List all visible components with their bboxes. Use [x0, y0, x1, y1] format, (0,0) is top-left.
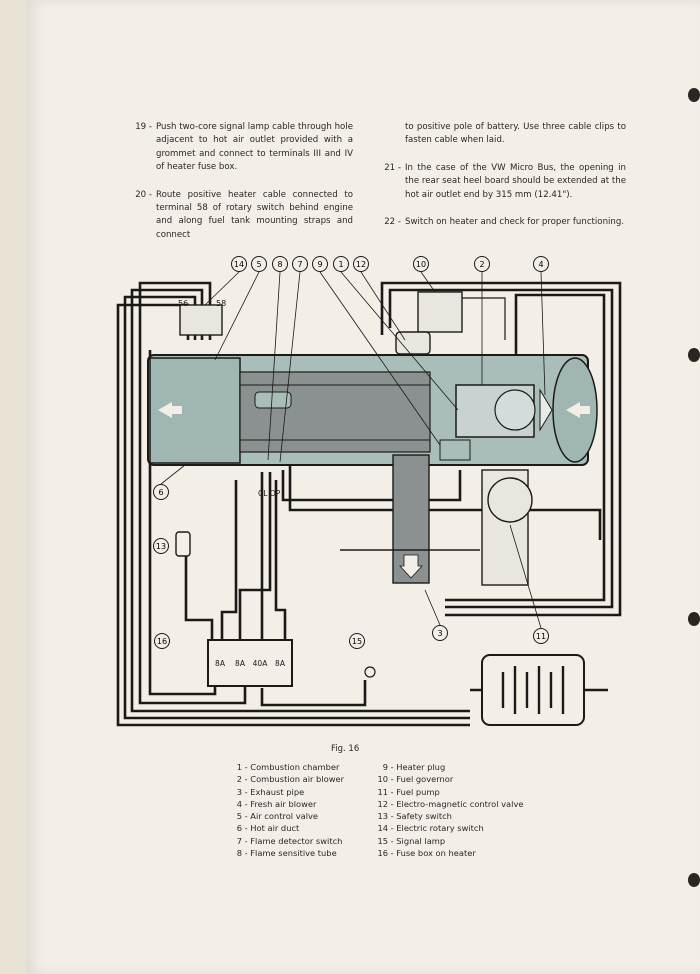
svg-text:2: 2 [479, 260, 484, 269]
svg-text:4: 4 [538, 260, 543, 269]
instruction-step: 21 In the case of the VW Micro Bus, the … [384, 162, 626, 202]
callout: 11 [533, 628, 549, 644]
svg-text:1: 1 [338, 260, 343, 269]
callout-circles-top: 14 5 8 7 9 1 12 10 2 4 [231, 256, 549, 272]
step-number: 22 [371, 216, 401, 229]
callout: 3 [432, 625, 448, 641]
legend-item: 16 - Fuse box on heater [377, 848, 476, 859]
callout: 6 [153, 484, 169, 500]
step-text: to positive pole of battery. Use three c… [405, 122, 626, 146]
instructions-right-column: to positive pole of battery. Use three c… [384, 121, 626, 243]
battery [481, 654, 585, 726]
instructions-left-column: 19 Push two-core signal lamp cable throu… [135, 121, 353, 256]
step-number: 19 [122, 121, 152, 134]
legend-item: 9 - Heater plug [382, 762, 446, 772]
legend-item: 8 - Flame sensitive tube [236, 848, 337, 859]
figure-caption: Fig. 16 [331, 744, 360, 754]
cl-op-label: CL OP [258, 489, 281, 498]
callout: 5 [251, 256, 267, 272]
fuse-box: 8A 8A 40A 8A [207, 639, 293, 687]
heater-unit: 56 58 CL OP [147, 291, 598, 678]
heater-wiring-diagram: 56 58 CL OP 8A 8A 40A 8A 14 5 8 7 9 1 [116, 256, 622, 727]
svg-text:10: 10 [416, 260, 426, 269]
legend-right: 9 - Heater plug 10 - Fuel governor 11 - … [374, 761, 523, 859]
legend-item: 6 - Hot air duct [236, 823, 300, 834]
step-text: Push two-core signal lamp cable through … [156, 122, 353, 173]
callout: 16 [154, 633, 170, 649]
instruction-step: 20 Route positive heater cable connected… [135, 189, 353, 243]
svg-text:9: 9 [317, 260, 322, 269]
binder-hole [688, 88, 700, 102]
manual-page [26, 0, 700, 974]
fuse-label: 40A [253, 659, 269, 668]
fuse-label: 8A [275, 659, 286, 668]
legend-item: 12 - Electro-magnetic control valve [377, 798, 524, 809]
step-text: In the case of the VW Micro Bus, the ope… [405, 162, 626, 200]
svg-text:6: 6 [158, 488, 163, 497]
instruction-step: 22 Switch on heater and check for proper… [384, 216, 626, 229]
callout: 9 [312, 256, 328, 272]
legend-item: 4 - Fresh air blower [236, 798, 317, 809]
callout: 2 [474, 256, 490, 272]
callout: 12 [353, 256, 369, 272]
legend-item: 5 - Air control valve [236, 811, 319, 822]
wiring-harness [116, 281, 622, 727]
callout-circles-other: 6 13 16 15 3 11 [153, 484, 549, 649]
legend-item: 2 - Combustion air blower [236, 774, 344, 785]
step-text: Route positive heater cable connected to… [156, 189, 353, 240]
svg-text:16: 16 [157, 637, 167, 646]
legend-item: 11 - Fuel pump [377, 786, 440, 797]
step-number: 20 [122, 189, 152, 202]
fuse-label: 8A [215, 659, 226, 668]
legend-left: 1 - Combustion chamber 2 - Combustion ai… [228, 761, 344, 859]
legend-item: 15 - Signal lamp [377, 835, 446, 846]
callout: 10 [413, 256, 429, 272]
binder-hole [688, 873, 700, 887]
callout: 14 [231, 256, 247, 272]
step-text: Switch on heater and check for proper fu… [405, 217, 625, 228]
legend-item: 14 - Electric rotary switch [377, 823, 484, 834]
legend-item: 13 - Safety switch [377, 811, 452, 822]
callout: 7 [292, 256, 308, 272]
switch-terminal-label: 56 [178, 299, 188, 308]
callout: 8 [272, 256, 288, 272]
legend-item: 7 - Flame detector switch [236, 835, 343, 846]
svg-text:13: 13 [156, 542, 166, 551]
legend-item: 10 - Fuel governor [377, 774, 454, 785]
callout: 13 [153, 538, 169, 554]
binder-hole [688, 612, 700, 626]
svg-text:8: 8 [277, 260, 282, 269]
callout: 4 [533, 256, 549, 272]
callout: 1 [333, 256, 349, 272]
svg-text:15: 15 [352, 637, 362, 646]
instruction-step: 19 Push two-core signal lamp cable throu… [135, 121, 353, 175]
instruction-continuation: to positive pole of battery. Use three c… [405, 121, 626, 148]
legend-item: 1 - Combustion chamber [236, 762, 340, 772]
switch-terminal-label: 58 [216, 299, 226, 308]
svg-text:7: 7 [297, 260, 302, 269]
svg-text:5: 5 [256, 260, 261, 269]
binder-hole [688, 348, 700, 362]
svg-text:3: 3 [437, 629, 442, 638]
fuse-label: 8A [235, 659, 246, 668]
svg-text:12: 12 [356, 260, 366, 269]
legend-item: 3 - Exhaust pipe [236, 786, 305, 797]
callout: 15 [349, 633, 365, 649]
leader-lines [160, 271, 546, 629]
step-number: 21 [371, 162, 401, 175]
svg-text:11: 11 [536, 632, 546, 641]
svg-text:14: 14 [234, 260, 244, 269]
